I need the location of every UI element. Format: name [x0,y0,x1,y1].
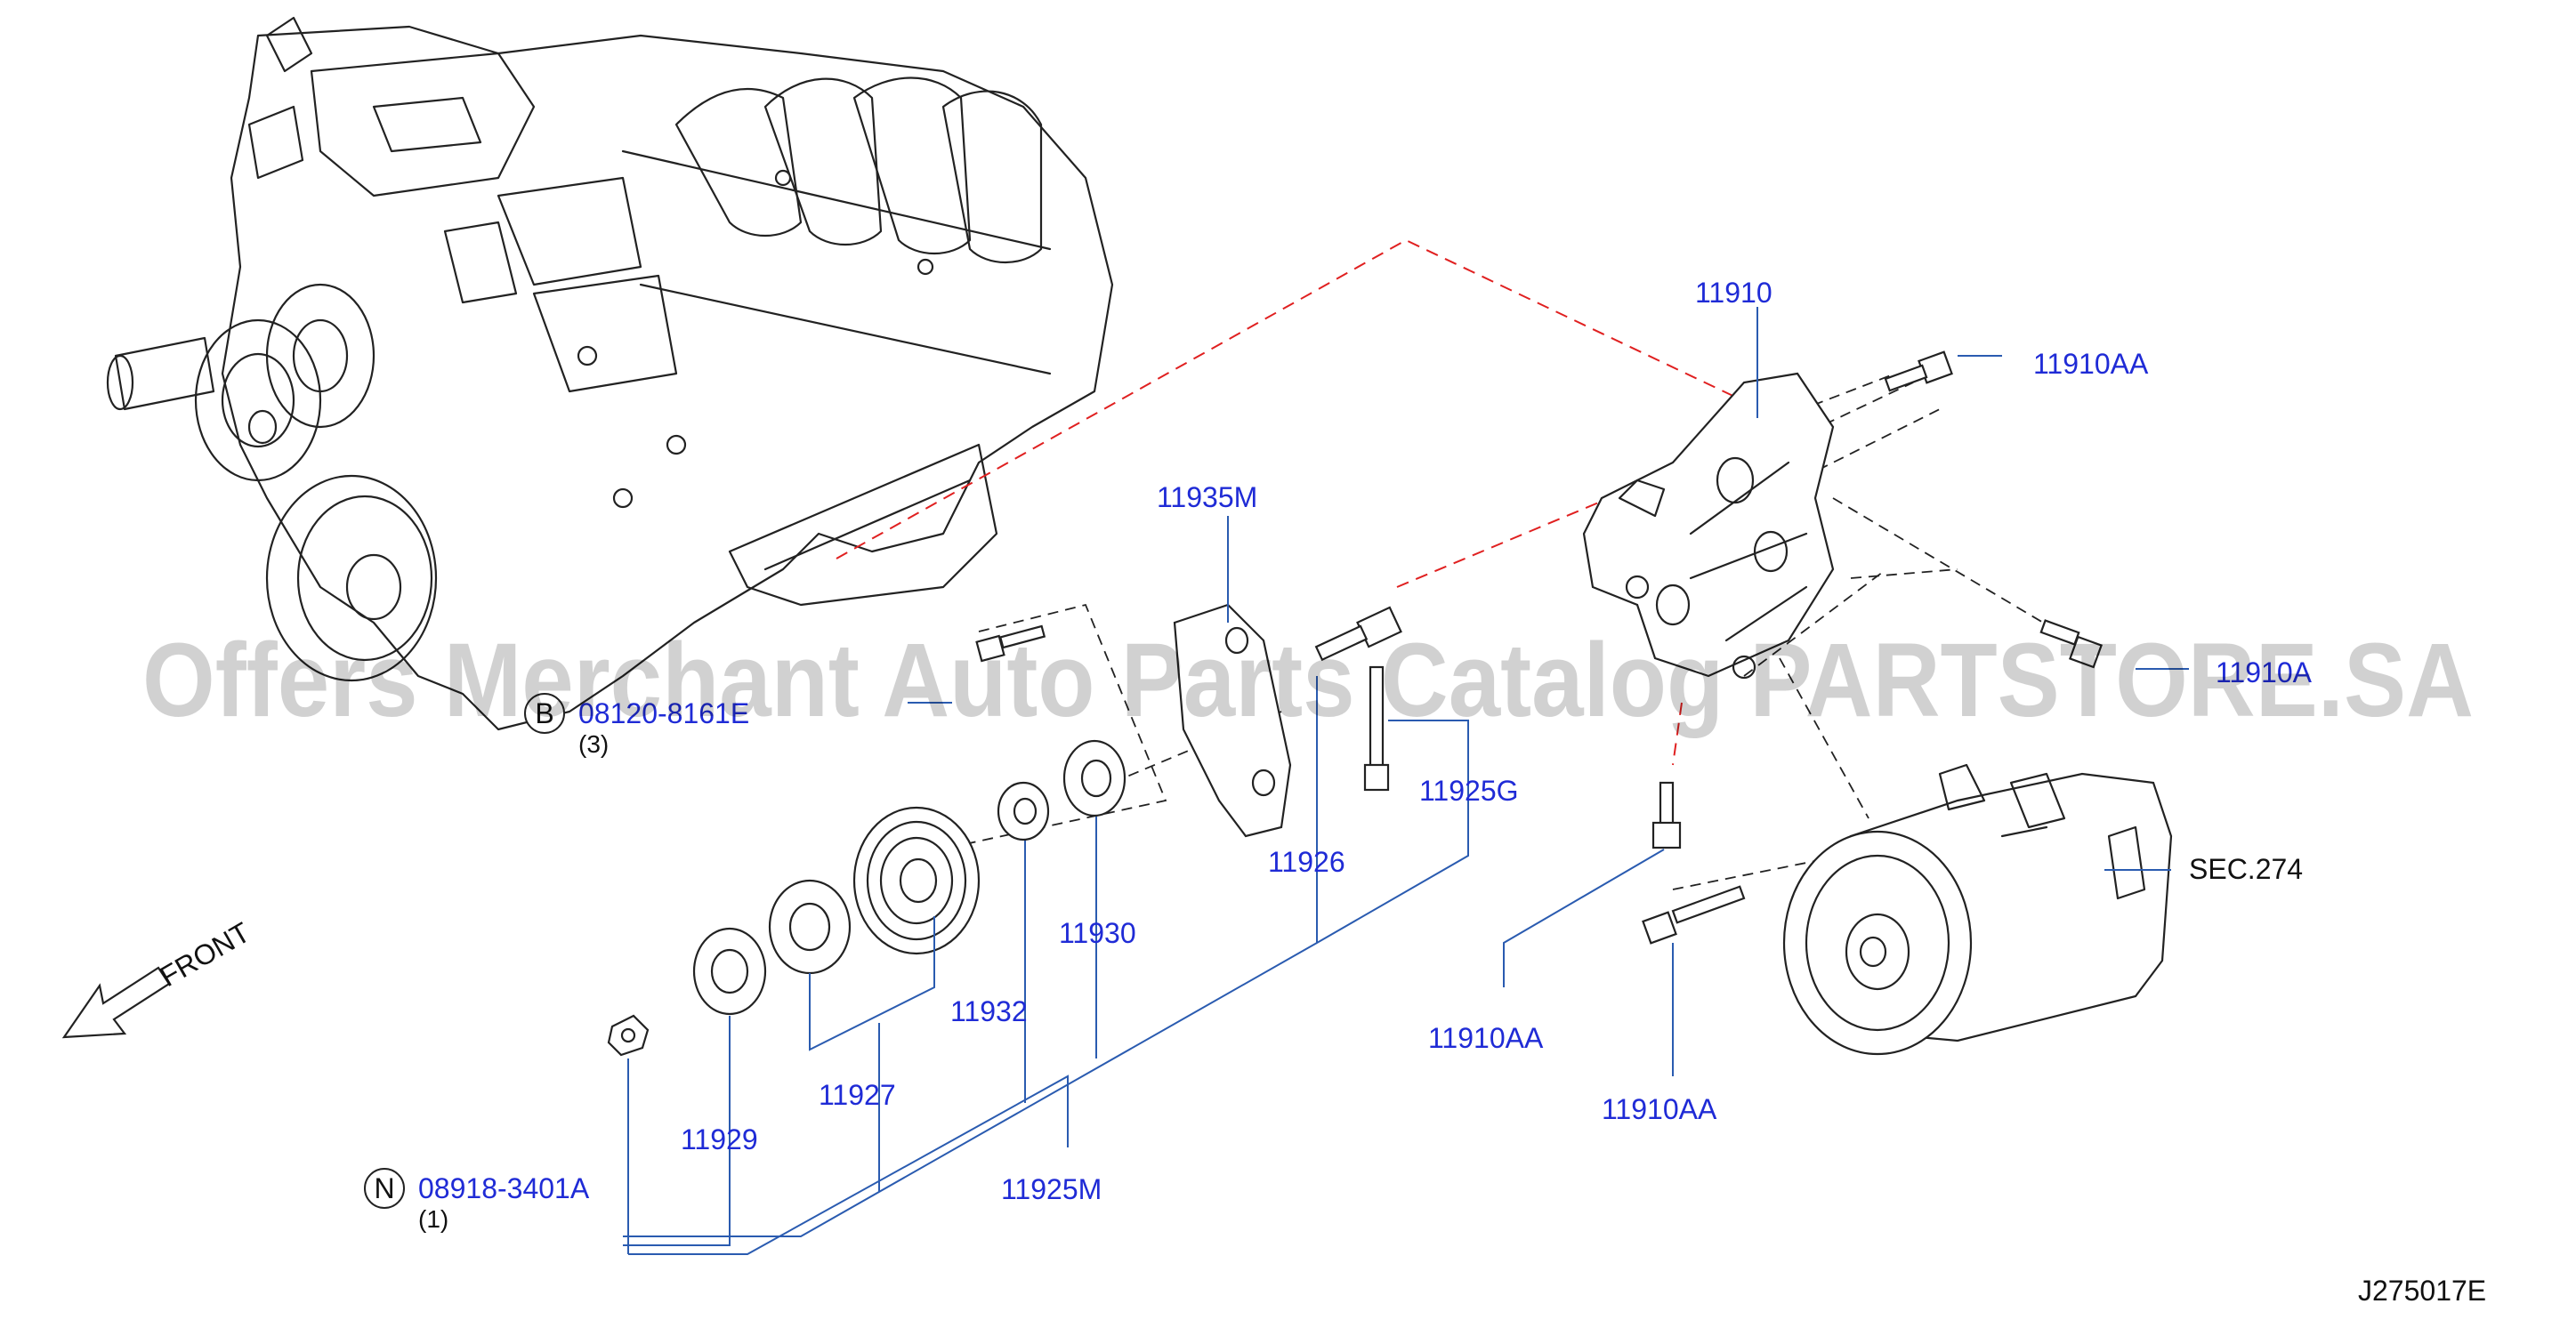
bolt-11910AA-mid [1651,781,1682,849]
front-label: FRONT [155,916,255,993]
label-11910A-right[interactable]: 11910A [2216,656,2313,688]
label-11925G[interactable]: 11925G [1419,775,1519,807]
label-11910AA-mid[interactable]: 11910AA [1428,1022,1544,1054]
washer-11929 [692,927,767,1016]
symbol-n-circle [364,1168,405,1209]
part-labels: 11910 11910AA 11910A 11935M 11925G 11926… [364,277,2486,1307]
washer-11930 [1062,739,1126,817]
diagram-id: J275017E [2358,1275,2486,1307]
label-11926[interactable]: 11926 [1268,846,1345,878]
label-sec274[interactable]: SEC.274 [2189,853,2303,885]
qty-bolt-08120: (3) [578,730,609,758]
label-11929[interactable]: 11929 [681,1123,758,1155]
qty-nut-08918: (1) [418,1205,448,1233]
leader-lines [623,307,2189,1255]
bolts [975,350,2104,945]
symbol-b: B [535,697,553,729]
label-nut-08918[interactable]: 08918-3401A [418,1172,590,1204]
nut-08918 [607,1014,650,1057]
bolt-11925G [1363,665,1390,792]
label-11910AA-top[interactable]: 11910AA [2033,348,2149,380]
bolt-08120 [975,624,1046,663]
bolt-11910AA-top [1884,350,1953,392]
bolt-11910AA-low [1642,885,1746,945]
watermark: Offers Merchant Auto Parts Catalog PARTS… [142,622,2474,739]
front-arrow-icon [61,966,171,1039]
adjuster-bracket-11935M [1173,603,1292,838]
symbol-b-circle [524,693,565,734]
front-direction-indicator: FRONT [61,916,255,1039]
label-11925M[interactable]: 11925M [1001,1173,1102,1205]
bolt-11910A-right [2039,619,2104,669]
label-11910[interactable]: 11910 [1695,277,1773,309]
compressor-bracket-11910 [1582,372,1835,680]
bolt-pivot [1314,606,1402,662]
label-11910AA-low[interactable]: 11910AA [1602,1093,1717,1125]
bearing-11927 [768,879,852,975]
ac-compressor [1782,763,2173,1056]
idler-pulley-11926 [852,806,981,955]
spacer-11932 [997,781,1050,841]
symbol-n: N [374,1172,394,1204]
label-11932[interactable]: 11932 [950,995,1028,1027]
label-11930[interactable]: 11930 [1059,917,1136,949]
engine-block-drawing [106,16,1114,731]
label-11935M[interactable]: 11935M [1157,481,1257,513]
label-11927[interactable]: 11927 [819,1079,896,1111]
idler-assembly [607,603,1292,1057]
label-bolt-08120[interactable]: 08120-8161E [578,697,749,729]
